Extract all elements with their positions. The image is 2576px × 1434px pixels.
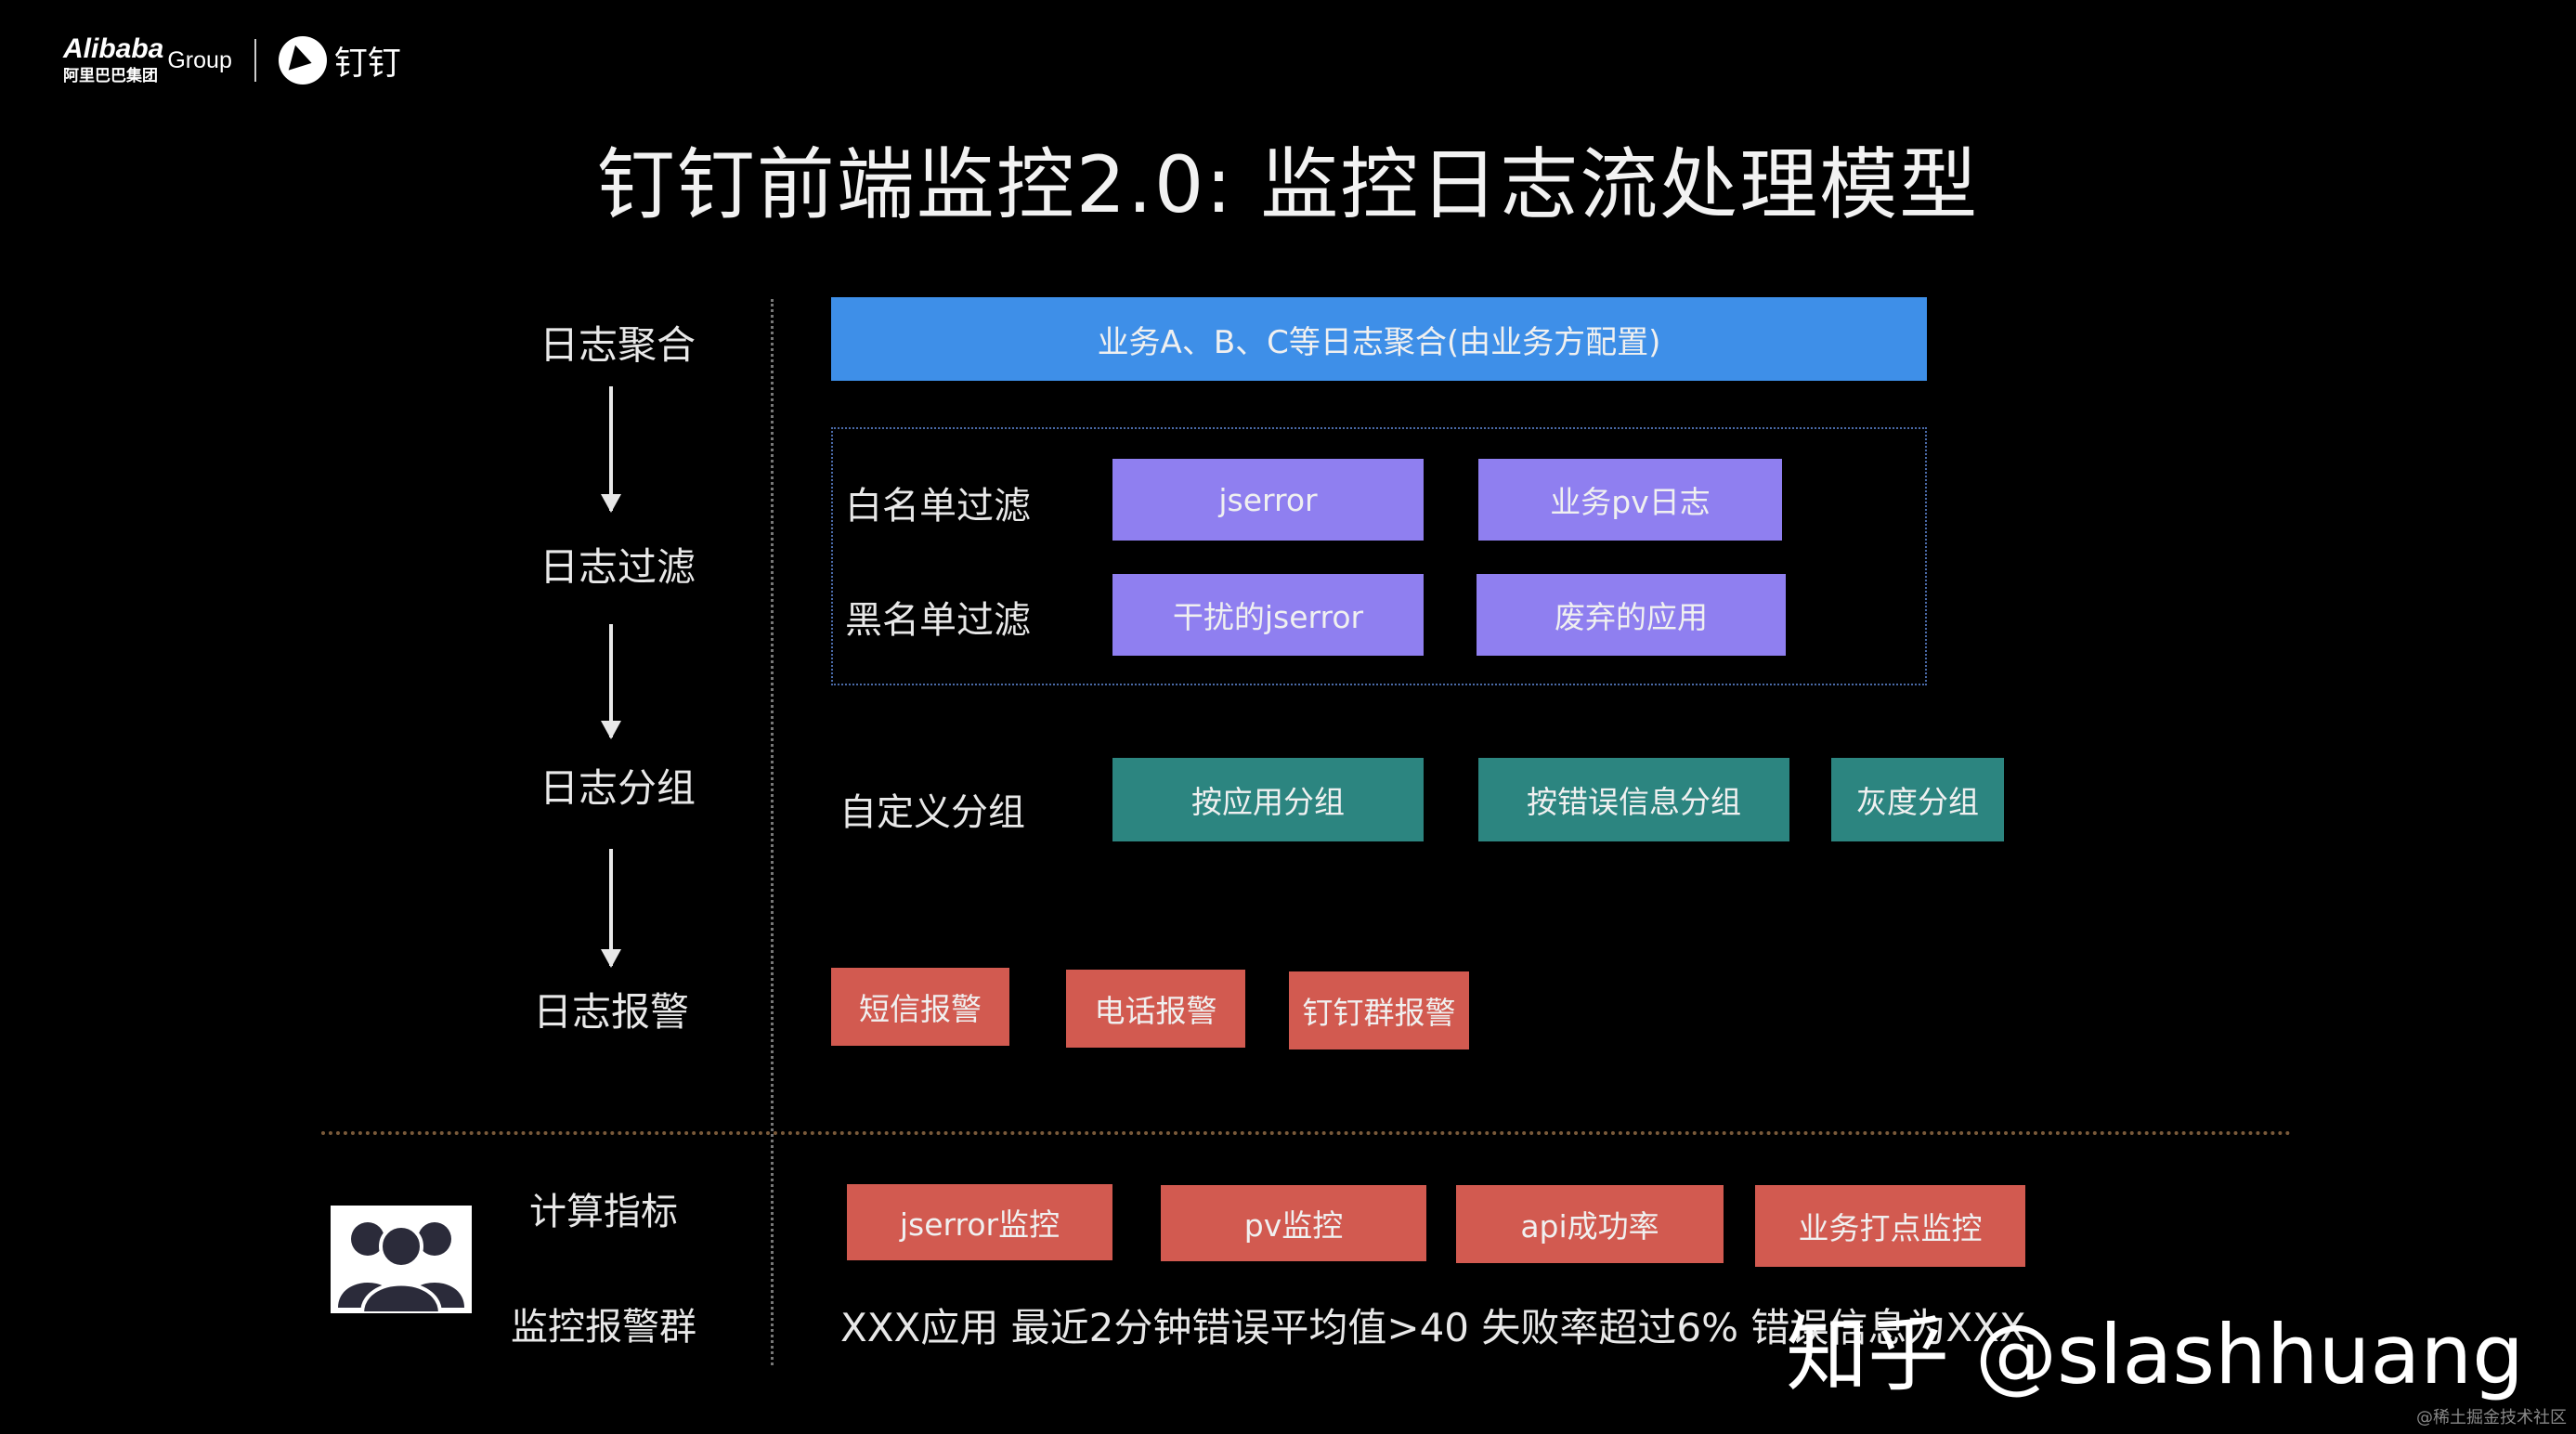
filter-frame (831, 427, 1927, 685)
stage-filter: 日志过滤 (539, 544, 696, 590)
whitelist-item-jserror: jserror (1112, 459, 1424, 541)
metric-pv: pv监控 (1161, 1185, 1426, 1261)
alibaba-brand-en: Alibaba (63, 33, 164, 64)
alibaba-logo: Alibaba 阿里巴巴集团 (63, 33, 164, 85)
user-group-icon (331, 1206, 472, 1313)
blacklist-label: 黑名单过滤 (845, 599, 1031, 642)
alert-phone: 电话报警 (1066, 970, 1245, 1048)
alert-group-label: 监控报警群 (511, 1306, 696, 1349)
group-by-error: 按错误信息分组 (1478, 758, 1789, 841)
alert-dingtalk-group: 钉钉群报警 (1289, 971, 1469, 1049)
header-logo: Alibaba 阿里巴巴集团 Group 钉钉 (63, 28, 401, 93)
dingtalk-logo-icon (278, 36, 327, 85)
metric-jserror: jserror监控 (847, 1184, 1112, 1260)
group-gray: 灰度分组 (1831, 758, 2004, 841)
blacklist-item-app: 废弃的应用 (1477, 574, 1786, 656)
whitelist-item-pv: 业务pv日志 (1478, 459, 1782, 541)
dingtalk-brand-text: 钉钉 (333, 45, 401, 83)
grouping-label: 自定义分组 (839, 791, 1025, 834)
group-by-app: 按应用分组 (1112, 758, 1424, 841)
aggregate-bar: 业务A、B、C等日志聚合(由业务方配置) (831, 297, 1927, 381)
arrow-down-2 (601, 624, 621, 739)
metric-business-tracking: 业务打点监控 (1755, 1185, 2025, 1267)
blacklist-item-jserror: 干扰的jserror (1112, 574, 1424, 656)
zhihu-watermark: 知乎 @slashhuang (1786, 1307, 2524, 1402)
juejin-watermark: @稀土掘金技术社区 (2416, 1408, 2567, 1427)
alert-message: XXX应用 最近2分钟错误平均值>40 失败率超过6% 错误信息为XXX (840, 1305, 2026, 1350)
metrics-label: 计算指标 (529, 1191, 678, 1233)
arrow-down-3 (601, 849, 621, 968)
slide-title: 钉钉前端监控2.0: 监控日志流处理模型 (596, 139, 1980, 230)
stage-group: 日志分组 (539, 765, 696, 811)
alibaba-group-text: Group (167, 46, 232, 73)
alert-sms: 短信报警 (831, 968, 1009, 1046)
horizontal-divider (321, 1131, 2292, 1135)
stage-alert: 日志报警 (532, 989, 689, 1035)
metric-api-success: api成功率 (1456, 1185, 1724, 1263)
alibaba-brand-cn: 阿里巴巴集团 (63, 66, 158, 85)
whitelist-label: 白名单过滤 (845, 485, 1031, 528)
stage-aggregate: 日志聚合 (539, 322, 696, 368)
vertical-divider (771, 299, 774, 1365)
arrow-down-1 (601, 386, 621, 513)
logo-divider (254, 39, 256, 82)
